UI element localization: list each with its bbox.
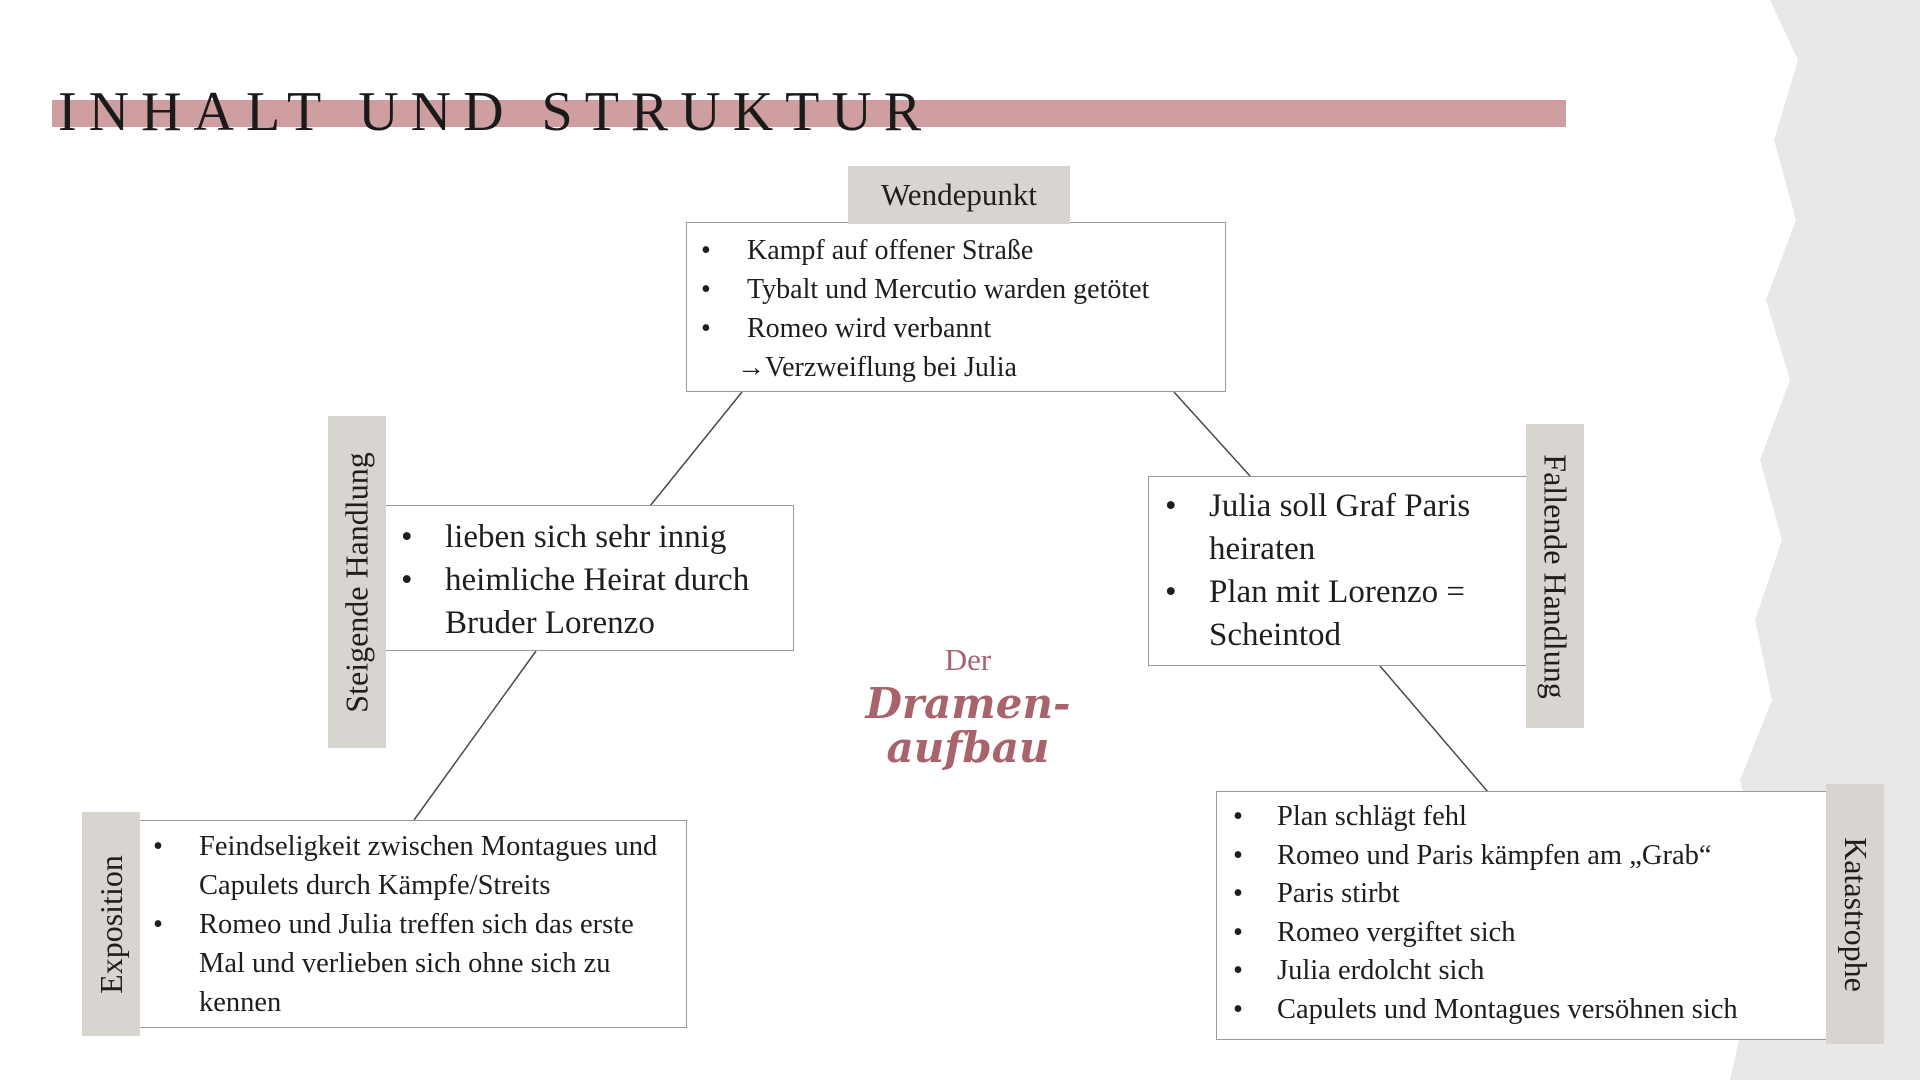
page-title: INHALT UND STRUKTUR xyxy=(58,81,934,143)
list-item: Romeo wird verbannt xyxy=(687,309,1225,348)
connector-steigend-exposition xyxy=(413,650,537,821)
list-item: Plan schlägt fehl xyxy=(1217,798,1827,837)
list-item: lieben sich sehr innig xyxy=(385,516,793,559)
list-item: Tybalt und Mercutio warden getötet xyxy=(687,270,1225,309)
wendepunkt-box: Kampf auf offener Straße Tybalt und Merc… xyxy=(686,222,1226,392)
list-item: Romeo vergiftet sich xyxy=(1217,914,1827,953)
exposition-list: Feindseligkeit zwischen Montagues und Ca… xyxy=(139,827,686,1022)
list-item: Kampf auf offener Straße xyxy=(687,231,1225,270)
steigende-handlung-list: lieben sich sehr innig heimliche Heirat … xyxy=(385,516,793,645)
steigende-handlung-label: Steigende Handlung xyxy=(328,416,386,748)
center-title-dramen: Dramen- xyxy=(865,679,1071,728)
title-underline-bar xyxy=(52,100,1566,127)
wendepunkt-label-text: Wendepunkt xyxy=(881,177,1037,212)
wendepunkt-note: →Verzweiflung bei Julia xyxy=(737,352,1017,383)
list-item: Feindseligkeit zwischen Montagues und Ca… xyxy=(139,827,686,905)
fallende-handlung-label: Fallende Handlung xyxy=(1526,424,1584,728)
list-item: Julia soll Graf Paris heiraten xyxy=(1149,485,1527,571)
steigende-handlung-box: lieben sich sehr innig heimliche Heirat … xyxy=(384,505,794,651)
list-item: Plan mit Lorenzo = Scheintod xyxy=(1149,571,1527,657)
wendepunkt-label: Wendepunkt xyxy=(848,166,1070,224)
katastrophe-label-text: Katastrophe xyxy=(1837,836,1874,992)
fallende-handlung-label-text: Fallende Handlung xyxy=(1537,453,1574,699)
connector-wendepunkt-steigend xyxy=(649,391,743,507)
wendepunkt-list: Kampf auf offener Straße Tybalt und Merc… xyxy=(687,231,1225,348)
center-title-der: Der xyxy=(944,642,992,677)
center-title: Der Dramen- aufbau xyxy=(850,638,1086,770)
katastrophe-box: Plan schlägt fehl Romeo und Paris kämpfe… xyxy=(1216,791,1828,1040)
exposition-box: Feindseligkeit zwischen Montagues und Ca… xyxy=(138,820,687,1028)
fallende-handlung-list: Julia soll Graf Paris heiraten Plan mit … xyxy=(1149,485,1527,657)
list-item: Paris stirbt xyxy=(1217,875,1827,914)
katastrophe-label: Katastrophe xyxy=(1826,784,1884,1044)
center-title-aufbau: aufbau xyxy=(886,723,1050,772)
connector-wendepunkt-fallend xyxy=(1173,391,1251,477)
fallende-handlung-box: Julia soll Graf Paris heiraten Plan mit … xyxy=(1148,476,1528,666)
list-item: Capulets und Montagues versöhnen sich xyxy=(1217,991,1827,1030)
connector-fallend-katastrophe xyxy=(1379,665,1489,793)
list-item: Romeo und Paris kämpfen am „Grab“ xyxy=(1217,837,1827,876)
steigende-handlung-label-text: Steigende Handlung xyxy=(338,451,375,713)
katastrophe-list: Plan schlägt fehl Romeo und Paris kämpfe… xyxy=(1217,798,1827,1029)
exposition-label-text: Exposition xyxy=(92,854,129,994)
list-item: heimliche Heirat durch Bruder Lorenzo xyxy=(385,559,793,645)
list-item: Julia erdolcht sich xyxy=(1217,952,1827,991)
exposition-label: Exposition xyxy=(82,812,140,1036)
list-item: Romeo und Julia treffen sich das erste M… xyxy=(139,905,686,1022)
